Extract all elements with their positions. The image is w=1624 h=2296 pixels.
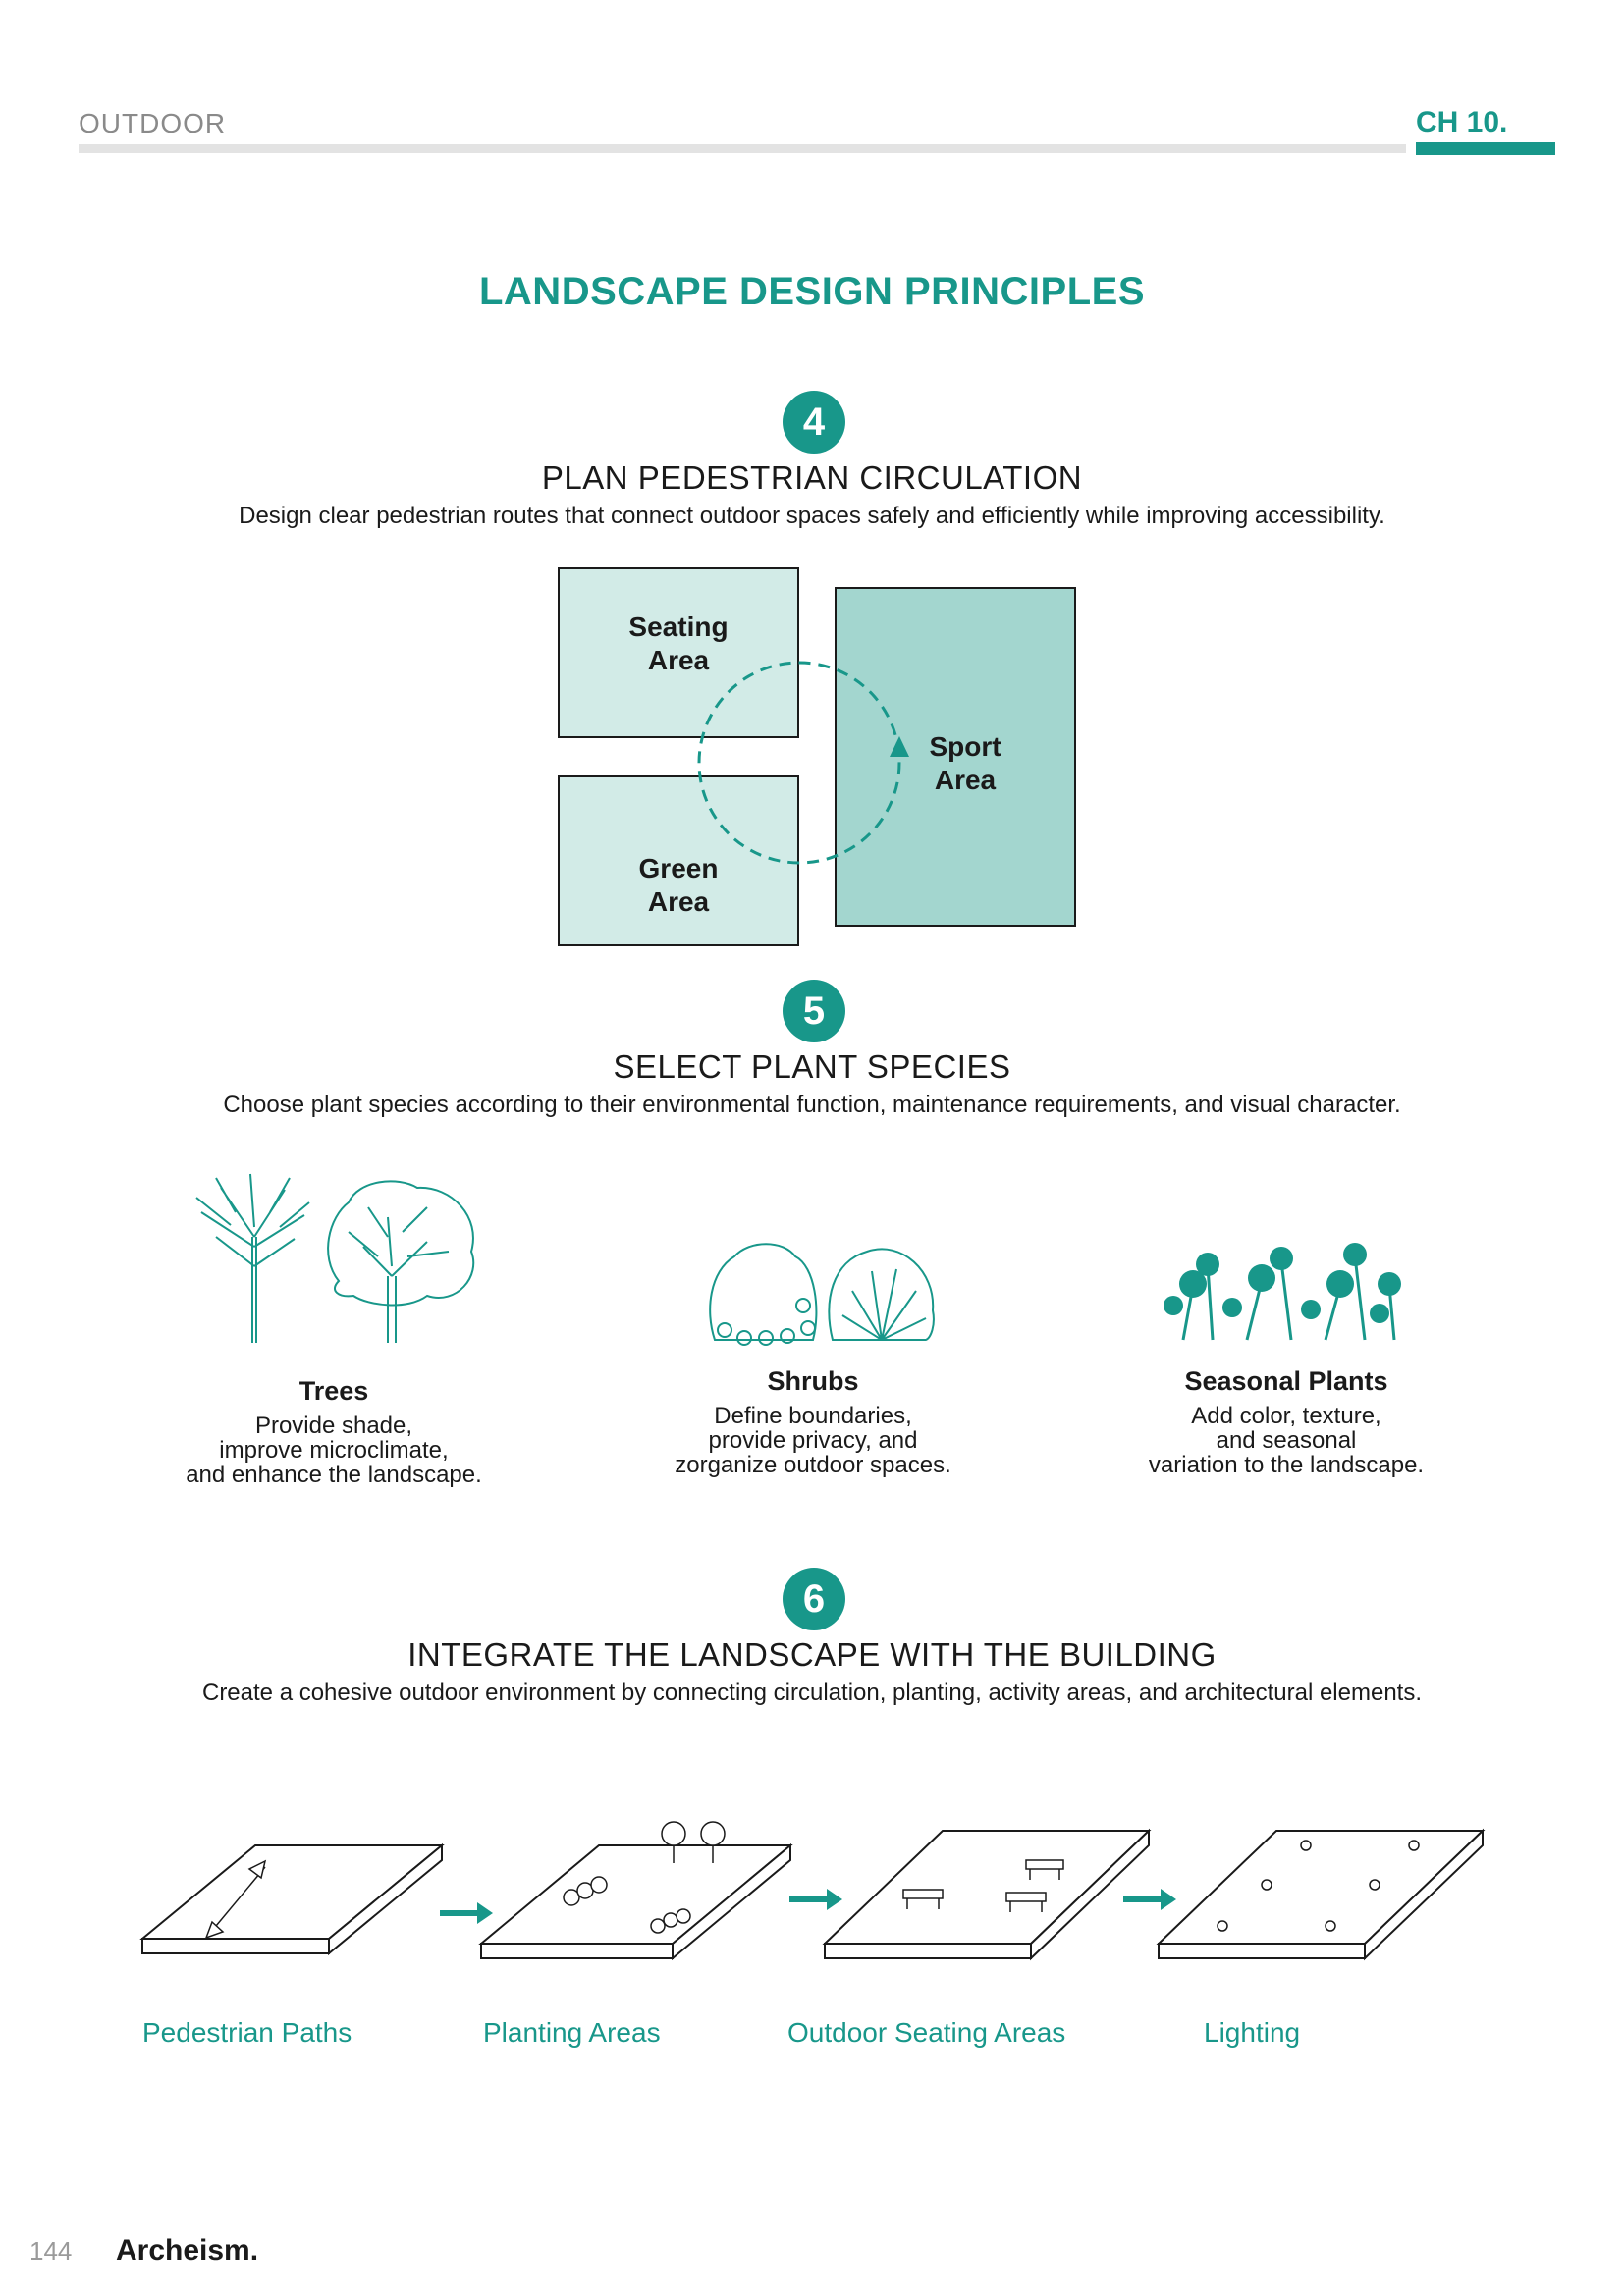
planting-icon bbox=[563, 1821, 726, 1934]
step-label: Outdoor Seating Areas bbox=[787, 2017, 1066, 2048]
step-label: Planting Areas bbox=[483, 2017, 661, 2048]
section-number-badge: 4 bbox=[783, 391, 845, 454]
header-rule bbox=[79, 144, 1406, 153]
plant-desc-trees: Provide shade, improve microclimate, and… bbox=[186, 1413, 482, 1488]
section-title: PLAN PEDESTRIAN CIRCULATION bbox=[541, 459, 1083, 496]
sport-area-label: Sport Area bbox=[929, 731, 1001, 795]
chapter-label: CH 10. bbox=[1416, 106, 1508, 138]
lighting-icon bbox=[1217, 1840, 1420, 1932]
section-description: Design clear pedestrian routes that conn… bbox=[239, 503, 1385, 529]
brand-logo-text: Archeism. bbox=[116, 2234, 259, 2267]
green-area-label: Green Area bbox=[638, 853, 719, 917]
plant-title-trees: Trees bbox=[298, 1376, 369, 1406]
page-title: LANDSCAPE DESIGN PRINCIPLES bbox=[478, 270, 1146, 313]
section-title: SELECT PLANT SPECIES bbox=[613, 1048, 1011, 1085]
chapter-rule bbox=[1416, 142, 1555, 155]
plant-title-shrubs: Shrubs bbox=[767, 1366, 859, 1396]
seating-icon bbox=[902, 1859, 1064, 1912]
double-arrow-icon bbox=[204, 1859, 267, 1940]
circulation-loop bbox=[697, 661, 909, 865]
seating-area-label: Seating Area bbox=[628, 612, 729, 675]
integration-process-diagram bbox=[139, 1821, 1486, 1961]
seating-area-box: Seating Area bbox=[558, 567, 799, 738]
section-description: Choose plant species according to their … bbox=[223, 1092, 1401, 1118]
sport-area-box: Sport Area bbox=[835, 587, 1076, 927]
trees-icon bbox=[195, 1173, 475, 1343]
section-title: INTEGRATE THE LANDSCAPE WITH THE BUILDIN… bbox=[407, 1636, 1217, 1673]
section-number-badge: 5 bbox=[783, 980, 845, 1042]
plant-title-seasonal: Seasonal Plants bbox=[1184, 1366, 1388, 1396]
page-number: 144 bbox=[29, 2236, 73, 2266]
step-label: Lighting bbox=[1204, 2017, 1301, 2048]
shrubs-icon bbox=[709, 1243, 935, 1346]
arrow-head-icon bbox=[890, 736, 909, 757]
plant-desc-seasonal: Add color, texture, and seasonal variati… bbox=[1148, 1403, 1425, 1478]
process-arrows bbox=[440, 1889, 1176, 1924]
section-number-badge: 6 bbox=[783, 1568, 845, 1630]
plant-desc-shrubs: Define boundaries, provide privacy, and … bbox=[675, 1403, 951, 1478]
section-label: OUTDOOR bbox=[79, 108, 227, 138]
section-description: Create a cohesive outdoor environment by… bbox=[201, 1680, 1422, 1706]
seasonal-plants-icon bbox=[1164, 1243, 1401, 1341]
green-area-box: Green Area bbox=[558, 775, 799, 946]
circulation-diagram: Seating Area Green Area Sport Area bbox=[558, 567, 1078, 946]
step-label: Pedestrian Paths bbox=[142, 2017, 352, 2048]
